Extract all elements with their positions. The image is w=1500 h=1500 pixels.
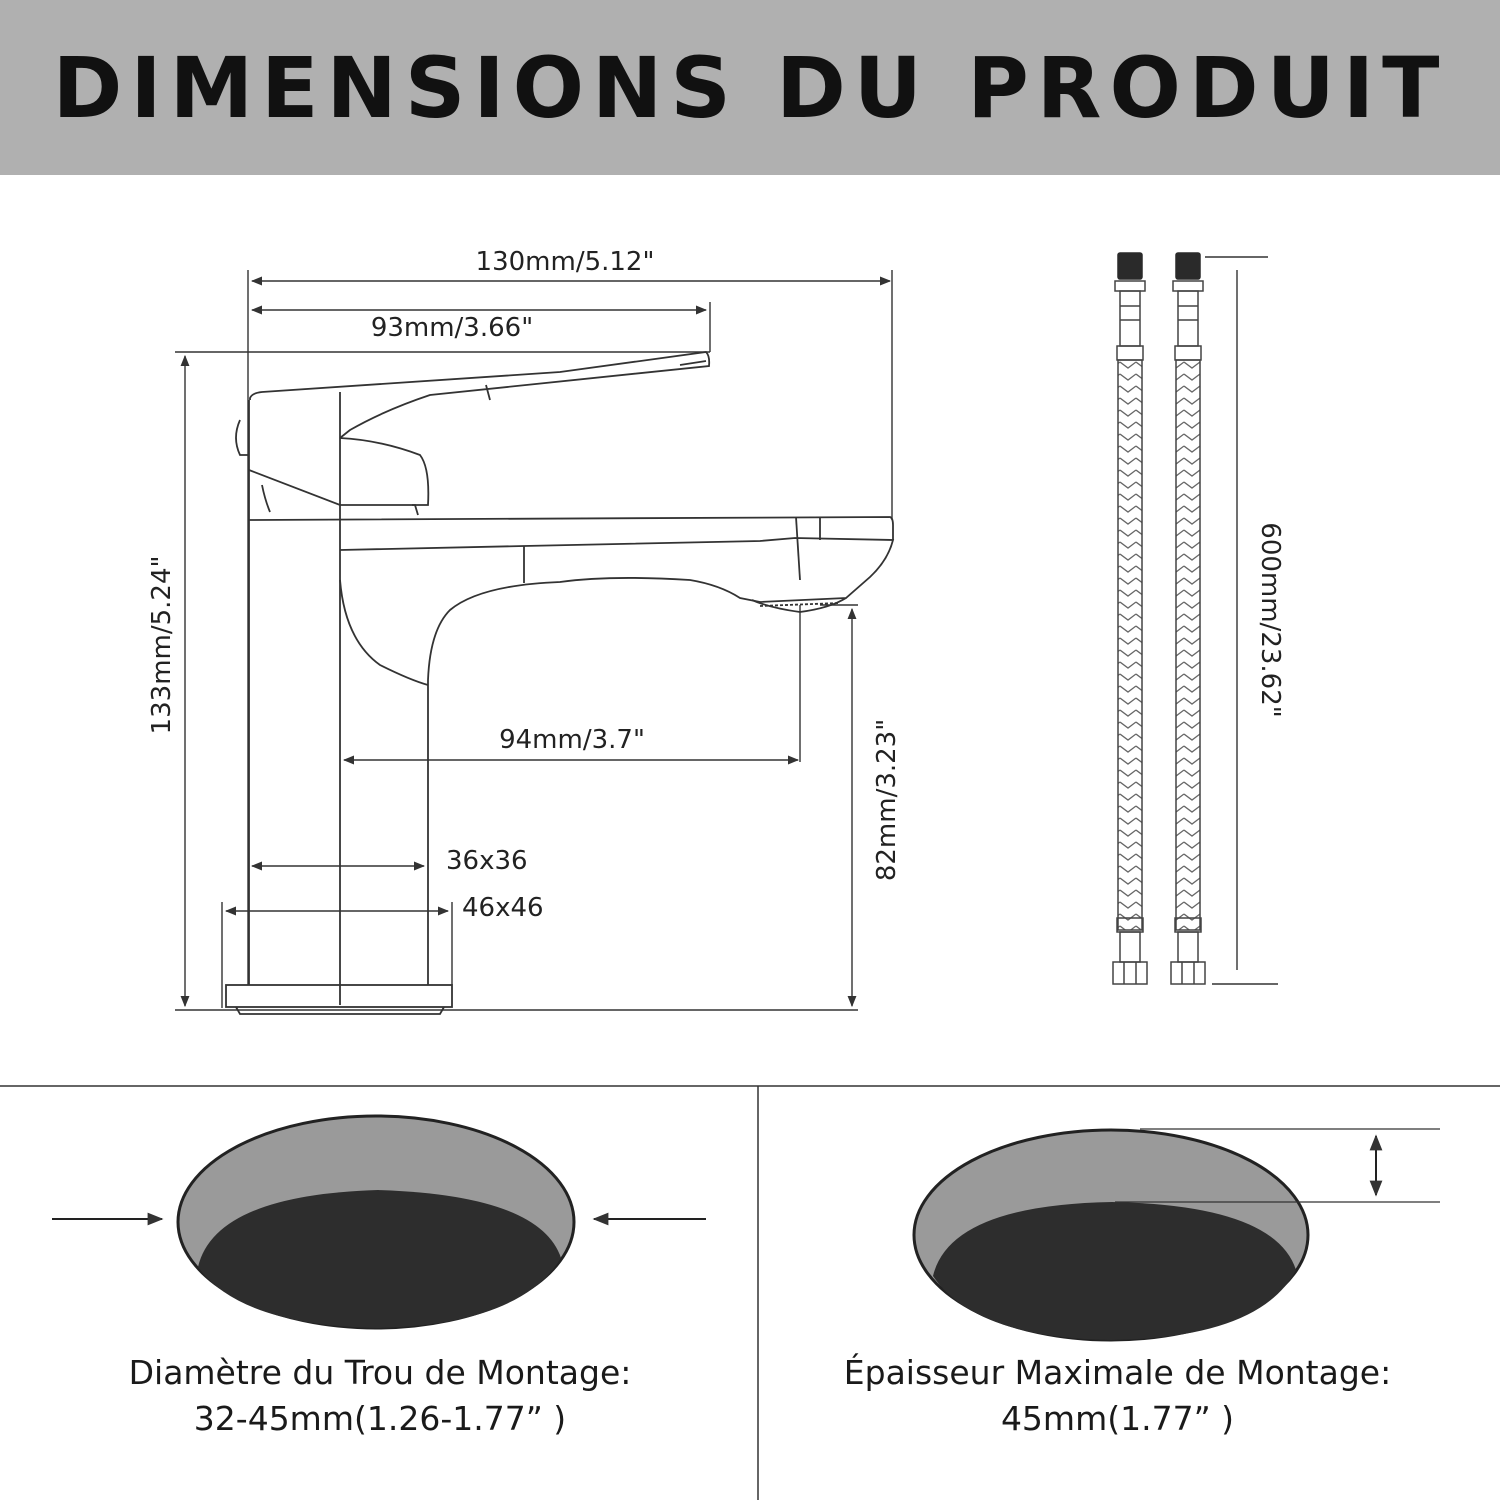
hose-right <box>1170 252 1206 985</box>
hose-left <box>1112 252 1148 985</box>
spout-reach-label: 94mm/3.7" <box>499 725 645 755</box>
mounting-thickness-caption: Épaisseur Maximale de Montage: 45mm(1.77… <box>775 1350 1460 1442</box>
mounting-thickness-label: Épaisseur Maximale de Montage: <box>843 1353 1392 1392</box>
base-section-label: 46x46 <box>462 893 544 923</box>
overall-length-label: 130mm/5.12" <box>476 247 655 277</box>
page-title: DIMENSIONS DU PRODUIT <box>52 38 1448 137</box>
body-section-label: 36x36 <box>446 846 528 876</box>
mounting-hole-illustration <box>52 1114 706 1330</box>
mounting-hole-label: Diamètre du Trou de Montage: <box>128 1353 632 1392</box>
faucet-dimension-lines <box>175 270 893 1011</box>
mounting-hole-value: 32-45mm(1.26-1.77” ) <box>193 1399 567 1438</box>
hose-dimension-lines <box>1205 256 1278 985</box>
hose-length-label: 600mm/23.62" <box>1255 522 1285 717</box>
faucet-outline <box>225 351 895 1015</box>
mounting-thickness-value: 45mm(1.77” ) <box>1000 1399 1235 1438</box>
header-banner <box>0 0 1500 175</box>
mounting-hole-caption: Diamètre du Trou de Montage: 32-45mm(1.2… <box>40 1350 720 1442</box>
total-height-label: 133mm/5.24" <box>147 556 177 735</box>
handle-length-label: 93mm/3.66" <box>371 313 533 343</box>
mounting-thickness-illustration <box>912 1128 1440 1342</box>
spout-height-label: 82mm/3.23" <box>872 719 902 881</box>
